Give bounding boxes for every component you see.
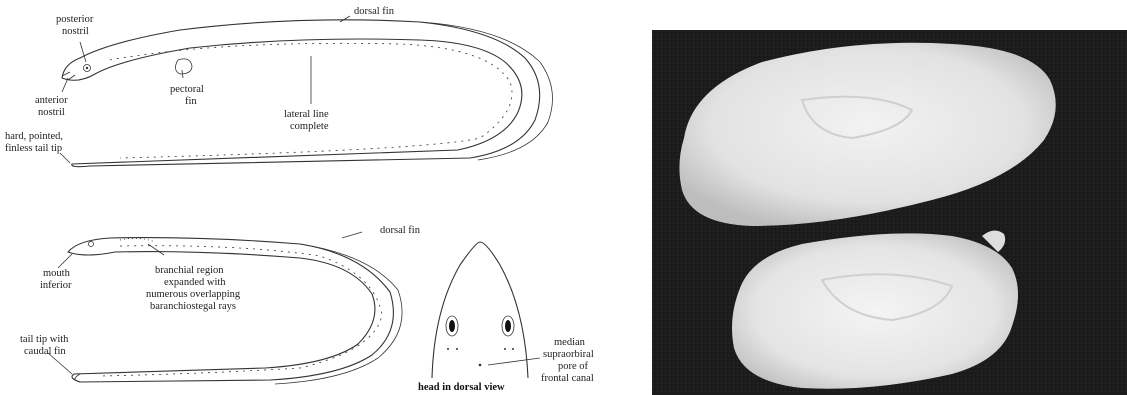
- head-dorsal-view: [432, 242, 540, 378]
- otolith-photograph: [652, 30, 1127, 395]
- lateral-line-label: lateral line: [284, 109, 329, 120]
- anterior-nostril-label-2: nostril: [38, 107, 65, 118]
- eel-1-illustration: [62, 20, 553, 167]
- mouth-inferior-label: mouth: [43, 268, 71, 279]
- posterior-nostril-label-2: nostril: [62, 26, 89, 37]
- tail-tip-label-2: finless tail tip: [5, 143, 62, 154]
- eel-identification-diagram: posterior nostril anterior nostril pecto…: [0, 0, 640, 395]
- median-pore-label-2: supraorbiral: [543, 349, 594, 360]
- pectoral-fin-label: pectoral: [170, 84, 204, 95]
- head-dorsal-caption: head in dorsal view: [418, 382, 505, 393]
- median-pore-label-4: frontal canal: [541, 373, 594, 384]
- branchial-label-3: numerous overlapping: [146, 289, 241, 300]
- branchial-label-1: branchial region: [155, 265, 224, 276]
- median-pore-label-3: pore of: [558, 361, 589, 372]
- dorsal-fin-label-2: dorsal fin: [380, 225, 421, 236]
- anterior-nostril-label: anterior: [35, 95, 68, 106]
- pectoral-fin-label-2: fin: [185, 96, 197, 107]
- posterior-nostril-label: posterior: [56, 14, 94, 25]
- tail-tip-caudal-label: tail tip with: [20, 334, 69, 345]
- median-pore-label-1: median: [554, 337, 586, 348]
- tail-tip-caudal-label-2: caudal fin: [24, 346, 66, 357]
- otolith-lower: [732, 233, 1018, 388]
- tail-tip-label: hard, pointed,: [5, 131, 63, 142]
- branchial-label-4: baranchiostegal rays: [150, 301, 236, 312]
- lateral-line-label-2: complete: [290, 121, 329, 132]
- branchial-label-2: expanded with: [164, 277, 226, 288]
- mouth-inferior-label-2: inferior: [40, 280, 72, 291]
- dorsal-fin-label-1: dorsal fin: [354, 6, 395, 17]
